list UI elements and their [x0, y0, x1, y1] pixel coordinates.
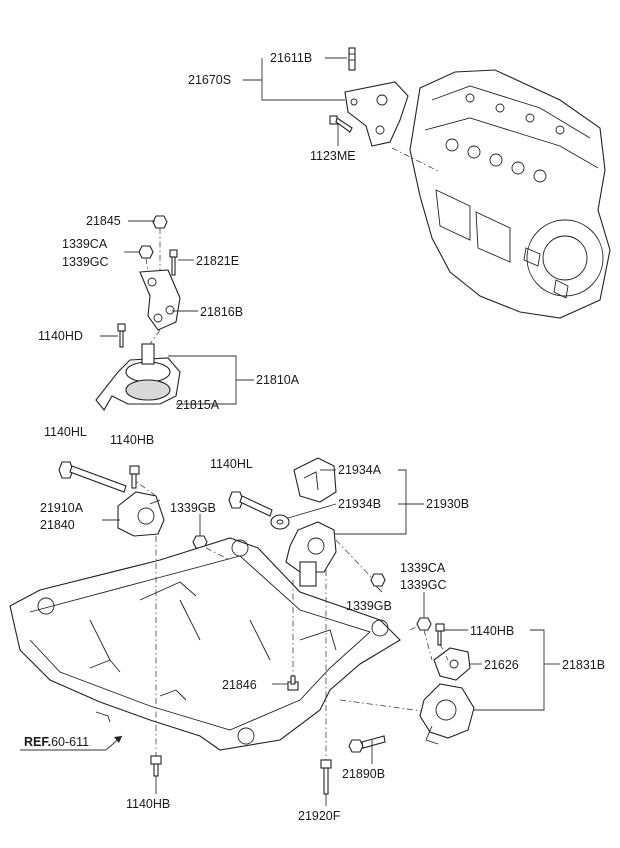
transmission-mount-21831B — [419, 683, 475, 745]
label-21934A: 21934A — [338, 463, 382, 477]
label-21920F: 21920F — [298, 809, 341, 823]
label-21821E: 21821E — [196, 254, 239, 268]
label-21845: 21845 — [86, 214, 121, 228]
label-1140HD: 1140HD — [38, 329, 83, 343]
label-21934B: 21934B — [338, 497, 381, 511]
label-1339GB-left: 1339GB — [170, 501, 216, 515]
nut-1339CA-upper — [138, 245, 154, 259]
mount-21910A — [117, 491, 165, 537]
bracket-21626 — [433, 647, 471, 681]
bolt-1123ME — [329, 115, 353, 133]
reference-callout: REF.60-611 — [24, 735, 89, 749]
bracket-21670S — [344, 47, 409, 147]
engine-mount-21810A — [95, 343, 181, 411]
label-1339GC-upper: 1339GC — [62, 255, 109, 269]
label-1339CA-right: 1339CA — [400, 561, 446, 575]
nut-1339GB-middle — [370, 573, 386, 587]
bolt-1140HL-middle — [228, 491, 273, 517]
label-1339GB-middle: 1339GB — [346, 599, 392, 613]
bolt-1140HB-right — [435, 623, 445, 646]
label-21611B: 21611B — [270, 51, 312, 65]
label-21670S: 21670S — [188, 73, 231, 87]
bolt-1140HD — [117, 323, 126, 348]
label-21840: 21840 — [40, 518, 75, 532]
label-21910A: 21910A — [40, 501, 84, 515]
roll-stopper-21930B — [285, 521, 337, 587]
label-1339CA-upper: 1339CA — [62, 237, 108, 251]
leader-lines — [20, 57, 560, 806]
label-21815A: 21815A — [176, 398, 220, 412]
bolt-21846 — [287, 675, 299, 691]
bolt-1140HB-left — [129, 465, 140, 489]
label-21890B: 21890B — [342, 767, 385, 781]
label-21846: 21846 — [222, 678, 257, 692]
bolt-21890B — [348, 735, 386, 753]
label-21626: 21626 — [484, 658, 519, 672]
front-subframe — [9, 537, 401, 751]
bolt-21821E — [169, 249, 178, 276]
label-21831B: 21831B — [562, 658, 605, 672]
label-1140HB-left: 1140HB — [110, 433, 154, 447]
reference-prefix: REF. — [24, 735, 51, 749]
label-1140HB-right: 1140HB — [470, 624, 514, 638]
stopper-21934A — [293, 457, 337, 503]
label-1123ME: 1123ME — [310, 149, 356, 163]
bolt-1140HL-left — [58, 461, 127, 493]
label-21816B: 21816B — [200, 305, 243, 319]
engine-block-illustration — [409, 69, 611, 319]
nut-1339CA-right — [416, 617, 432, 631]
label-1140HB-bottom: 1140HB — [126, 797, 170, 811]
label-1140HL-left: 1140HL — [44, 425, 87, 439]
nut-21845 — [152, 215, 168, 229]
part-labels: 21611B 21670S 1123ME 21845 1339CA 1339GC… — [24, 51, 605, 823]
bolt-1140HB-bottom — [150, 755, 162, 777]
label-21810A: 21810A — [256, 373, 300, 387]
reference-number: 60-611 — [51, 735, 89, 749]
label-21930B: 21930B — [426, 497, 469, 511]
bolt-21920F — [320, 759, 332, 795]
label-1339GC-right: 1339GC — [400, 578, 447, 592]
washer-21934B — [270, 514, 290, 530]
label-1140HL-middle: 1140HL — [210, 457, 253, 471]
bracket-21816B — [139, 269, 181, 331]
